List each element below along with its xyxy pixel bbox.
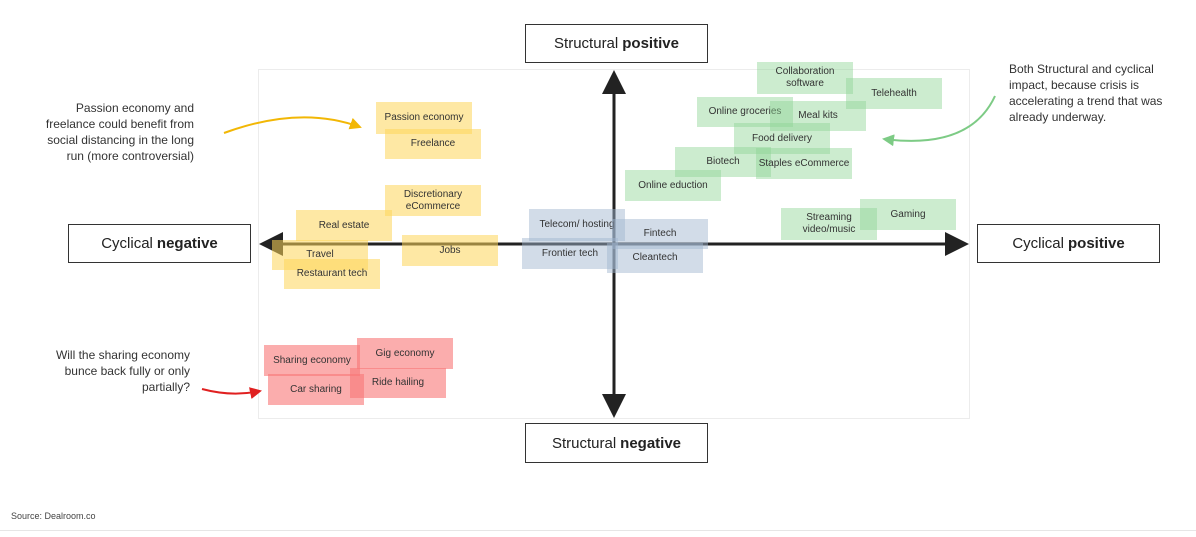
note-passion-economy: Passion economy and freelance could bene… xyxy=(45,101,194,163)
note-structural-cyclical: Both Structural and cyclical impact, bec… xyxy=(1009,62,1163,124)
tag-meal-kits: Meal kits xyxy=(770,101,866,131)
axis-label-bold: negative xyxy=(620,434,682,452)
tag-staples-ecommerce: Staples eCommerce xyxy=(756,148,852,179)
tag-frontier-tech: Frontier tech xyxy=(522,238,618,269)
red-annotation-arrow xyxy=(201,387,262,399)
axis-label-prefix: Structural xyxy=(554,35,619,52)
axis-label-bold: positive xyxy=(622,35,679,52)
tag-passion-economy: Passion economy xyxy=(376,102,472,134)
axis-label-bold: positive xyxy=(1068,235,1125,252)
quadrant-plot-area xyxy=(258,69,970,419)
tag-discretionary-ecommerce: Discretionary eCommerce xyxy=(385,185,481,216)
tag-ride-hailing: Ride hailing xyxy=(350,368,446,398)
axis-label-prefix: Cyclical xyxy=(1012,235,1064,252)
axis-label-prefix: Cyclical xyxy=(101,235,153,252)
tag-biotech: Biotech xyxy=(675,147,771,177)
tag-jobs: Jobs xyxy=(402,235,498,266)
tag-streaming: Streaming video/music xyxy=(781,208,877,240)
source-caption: Source: Dealroom.co xyxy=(11,511,96,521)
tag-collaboration-software: Collaboration software xyxy=(757,62,853,94)
tag-sharing-economy: Sharing economy xyxy=(264,345,360,376)
tag-real-estate: Real estate xyxy=(296,210,392,241)
bottom-divider xyxy=(0,530,1196,531)
axis-label-bold: negative xyxy=(156,235,218,252)
tag-gaming: Gaming xyxy=(860,199,956,230)
tag-cleantech: Cleantech xyxy=(607,243,703,273)
axis-label-prefix: Structural xyxy=(551,434,617,452)
tag-telecom-hosting: Telecom/ hosting xyxy=(529,209,625,241)
tag-online-groceries: Online groceries xyxy=(697,97,793,127)
tag-freelance: Freelance xyxy=(385,129,481,159)
note-sharing-economy: Will the sharing economy bunce back full… xyxy=(55,348,190,394)
tag-fintech: Fintech xyxy=(612,219,708,249)
tag-car-sharing: Car sharing xyxy=(268,374,364,405)
tag-online-education: Online eduction xyxy=(625,170,721,201)
tag-telehealth: Telehealth xyxy=(846,78,942,109)
tag-food-delivery: Food delivery xyxy=(734,123,830,154)
tag-gig-economy: Gig economy xyxy=(357,338,453,369)
tag-restaurant-tech: Restaurant tech xyxy=(284,259,380,289)
